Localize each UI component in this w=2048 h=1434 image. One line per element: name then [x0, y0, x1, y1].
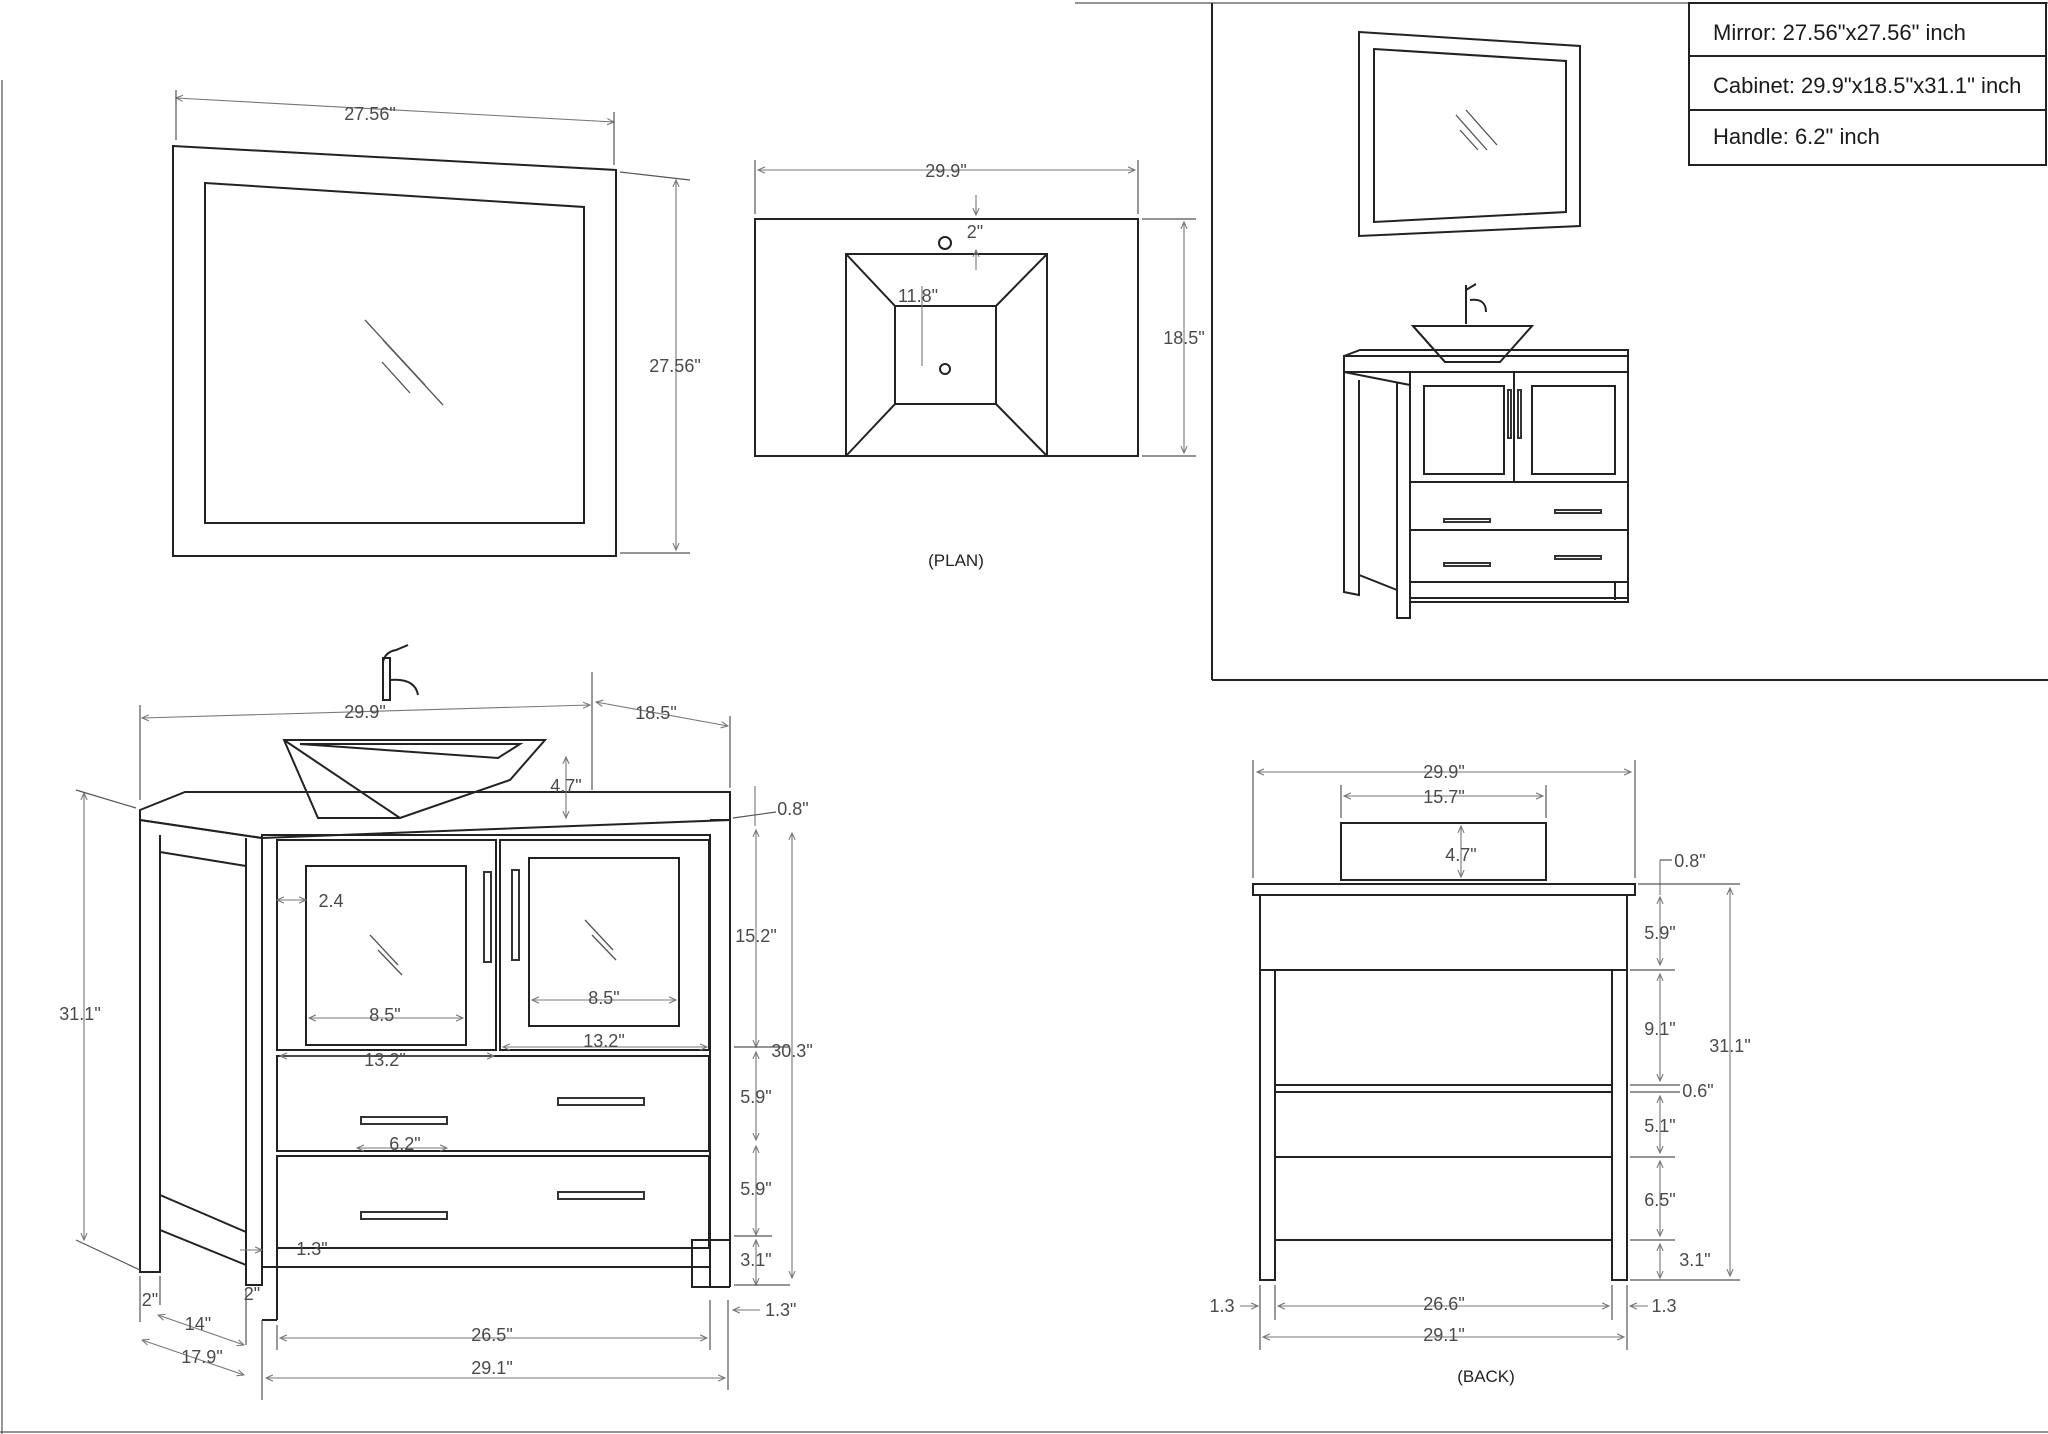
front-glass-left-label: 8.5"	[369, 1005, 400, 1025]
mirror-width-label: 27.56"	[344, 104, 395, 124]
plan-basin-label: 11.8"	[898, 286, 938, 306]
back-panel-b-label: 6.5"	[1644, 1190, 1675, 1210]
mirror-height-label: 27.56"	[649, 356, 700, 376]
front-outer-width-label: 29.1"	[471, 1358, 512, 1378]
front-side-depth-label: 17.9"	[181, 1347, 222, 1367]
front-glass-right-label: 8.5"	[588, 988, 619, 1008]
front-drawer-bottom-label: 5.9"	[740, 1179, 771, 1199]
front-cabinet-height-label: 30.3"	[771, 1041, 812, 1061]
front-leg-label: 1.3"	[296, 1239, 327, 1259]
back-sink-height-label: 4.7"	[1445, 845, 1476, 865]
back-leg-right-label: 1.3	[1651, 1296, 1676, 1316]
front-kick-label: 3.1"	[740, 1250, 771, 1270]
front-door-right-label: 13.2"	[583, 1031, 624, 1051]
front-side-2a-label: 2"	[142, 1290, 158, 1310]
front-door-left-label: 13.2"	[364, 1050, 405, 1070]
spec-cabinet: Cabinet: 29.9"x18.5"x31.1" inch	[1713, 73, 2021, 98]
back-outer-width-label: 29.1"	[1423, 1325, 1464, 1345]
spec-handle: Handle: 6.2" inch	[1713, 124, 1880, 149]
preview-render	[1343, 30, 1629, 619]
back-kick-label: 3.1"	[1679, 1250, 1710, 1270]
back-top-thickness-label: 0.8"	[1674, 851, 1705, 871]
back-view: 29.9" 15.7" 4.7" 0.8" 5.9" 9.1" 0.6" 5.1…	[1209, 760, 1751, 1386]
plan-depth-label: 18.5"	[1163, 328, 1204, 348]
back-caption: (BACK)	[1457, 1367, 1515, 1386]
back-top-width-label: 29.9"	[1423, 762, 1464, 782]
plan-faucet-offset-label: 2"	[967, 222, 983, 242]
drain-icon	[939, 363, 951, 375]
plan-caption: (PLAN)	[928, 551, 984, 570]
spec-mirror: Mirror: 27.56"x27.56" inch	[1713, 20, 1966, 45]
front-side-14-label: 14"	[185, 1314, 211, 1334]
front-drawer-top-label: 5.9"	[740, 1087, 771, 1107]
front-sink-height-label: 4.7"	[550, 776, 581, 796]
front-inner-width-label: 26.5"	[471, 1325, 512, 1345]
front-leg-side-label: 1.3"	[765, 1300, 796, 1320]
back-sink-width-label: 15.7"	[1423, 787, 1464, 807]
front-total-height-label: 31.1"	[59, 1004, 100, 1024]
front-handle-label: 6.2"	[389, 1134, 420, 1154]
front-side-2b-label: 2"	[244, 1284, 260, 1304]
back-apron-label: 5.9"	[1644, 923, 1675, 943]
back-leg-left-label: 1.3	[1209, 1296, 1234, 1316]
front-view: 29.9" 18.5" 4.7" 0.8" 2.4 8.5" 8.5" 13.2…	[59, 644, 813, 1400]
mirror-view: 27.56" 27.56"	[172, 90, 701, 557]
front-top-width-label: 29.9"	[344, 702, 385, 722]
glass-reflection-icon	[364, 319, 444, 406]
plan-width-label: 29.9"	[925, 161, 966, 181]
front-top-thickness-label: 0.8"	[777, 799, 808, 819]
plan-view: 29.9" 18.5" 2" 11.8" (PLAN)	[754, 160, 1205, 570]
back-open-label: 9.1"	[1644, 1019, 1675, 1039]
faucet-hole-icon	[938, 236, 952, 250]
back-panel-a-label: 5.1"	[1644, 1116, 1675, 1136]
back-shelf-label: 0.6"	[1682, 1081, 1713, 1101]
back-total-height-label: 31.1"	[1709, 1036, 1750, 1056]
spec-panel: Mirror: 27.56"x27.56" inch Cabinet: 29.9…	[1211, 2, 2048, 681]
back-inner-width-label: 26.6"	[1423, 1294, 1464, 1314]
front-top-depth-label: 18.5"	[635, 703, 676, 723]
front-door-inset-label: 2.4	[318, 891, 343, 911]
front-door-height-label: 15.2"	[735, 926, 776, 946]
